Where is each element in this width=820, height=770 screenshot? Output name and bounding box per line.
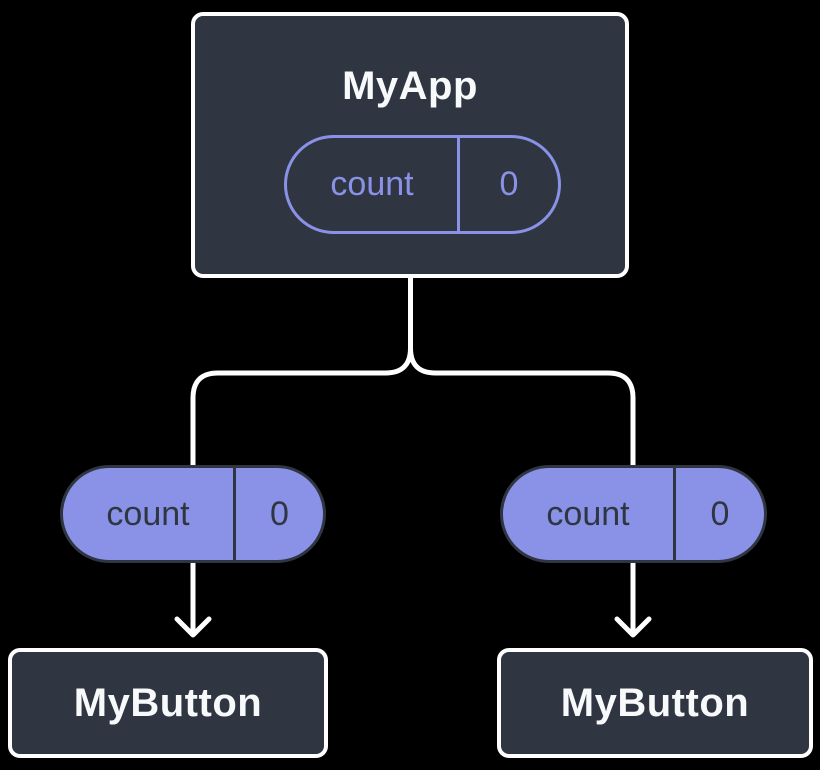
pill-divider [673, 468, 676, 560]
component-box-mybutton-right: MyButton [497, 648, 813, 758]
prop-name-label: count [546, 494, 630, 533]
pill-divider [233, 468, 236, 560]
component-box-mybutton-left: MyButton [8, 648, 328, 758]
prop-name-label: count [106, 494, 190, 533]
component-title-myapp: MyApp [342, 64, 478, 108]
connector-branch-right [408, 269, 636, 470]
prop-pill-left: count 0 [60, 465, 326, 563]
down-arrow-left [174, 557, 212, 638]
component-title-mybutton-right: MyButton [560, 680, 750, 725]
component-title-mybutton-left: MyButton [73, 680, 263, 725]
state-value-label: 0 [499, 165, 519, 203]
state-pill-myapp: count 0 [284, 135, 561, 234]
prop-value-label: 0 [270, 494, 289, 533]
state-name-label: count [330, 165, 414, 203]
prop-pill-right: count 0 [500, 465, 767, 563]
pill-divider [457, 138, 460, 231]
component-box-myapp: MyApp count 0 [191, 12, 629, 278]
down-arrow-right [614, 557, 652, 638]
prop-value-label: 0 [710, 494, 730, 533]
connector-branch-left [190, 269, 413, 470]
